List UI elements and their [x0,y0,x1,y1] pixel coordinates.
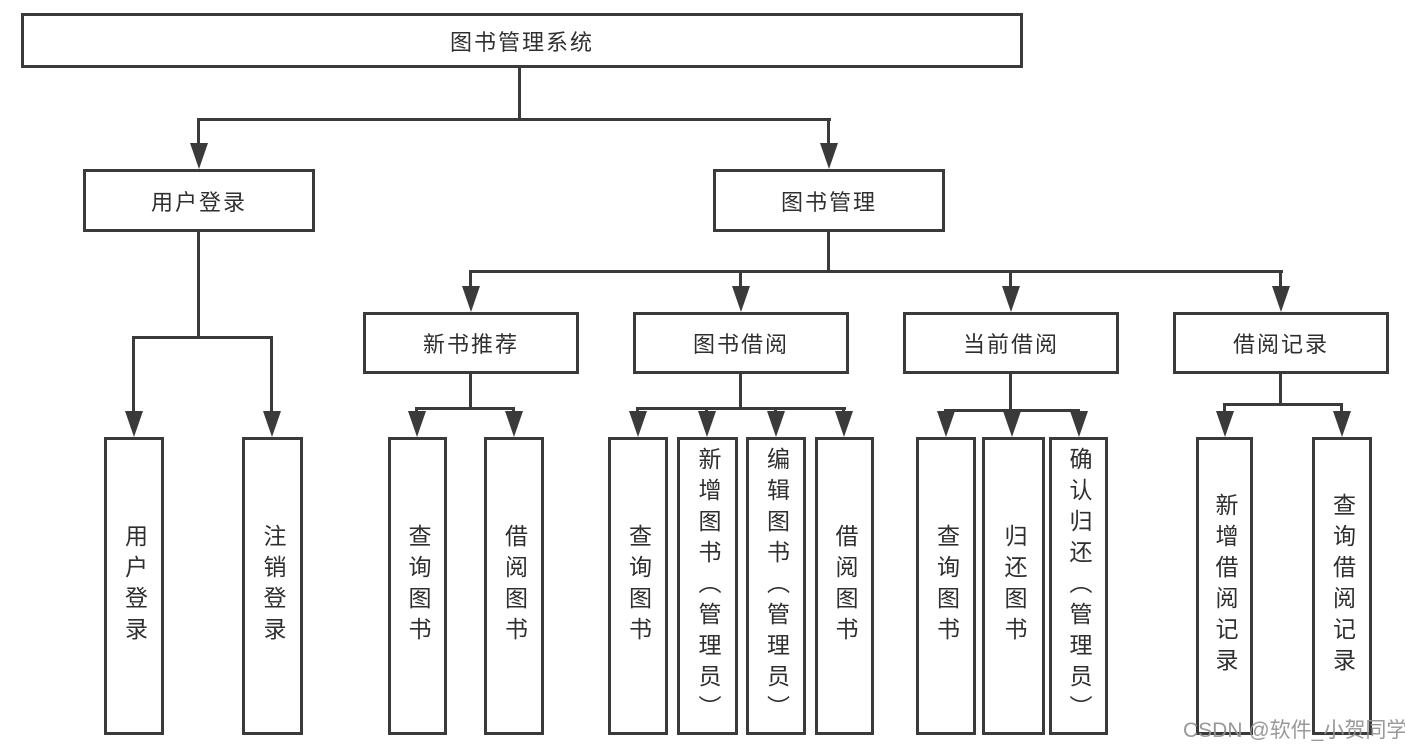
connector-userlogin-stem [197,232,200,339]
node-book-management: 图书管理 [713,169,945,232]
node-user-login-label: 用户登录 [150,189,247,215]
leaf-edit-book-admin-label: 编辑图书（管理员） [763,446,790,726]
node-user-login: 用户登录 [83,169,315,232]
connector-branch1-drop [827,118,830,146]
arrowhead-group1-leaf1 [698,411,716,437]
arrowhead-level3-0 [462,286,480,312]
arrowhead-userlogin-leaf1 [263,411,281,437]
arrowhead-group2-leaf0 [937,411,955,437]
connector-userlogin-drop0 [132,336,135,413]
arrowhead-userlogin-leaf0 [125,411,143,437]
leaf-recommend-query-book: 查询图书 [388,437,447,735]
connector-userlogin-drop1 [270,336,273,413]
leaf-recommend-borrow-book: 借阅图书 [484,437,544,735]
connector-root-stem [518,68,521,121]
leaf-user-login-label: 用户登录 [121,524,148,648]
arrowhead-group1-leaf0 [629,411,647,437]
connector-group3-drop0 [1223,403,1226,415]
node-new-book-recommend: 新书推荐 [363,312,579,374]
arrowhead-group3-leaf0 [1216,411,1234,437]
connector-level3-bar [469,270,1283,273]
leaf-logout-label: 注销登录 [260,524,286,648]
leaf-return-book-label: 归还图书 [1001,524,1027,648]
node-book-borrow: 图书借阅 [633,312,849,374]
node-borrow-record: 借阅记录 [1173,312,1389,374]
node-current-borrow-label: 当前借阅 [962,332,1059,357]
connector-group1-stem [739,374,742,410]
leaf-confirm-return-admin: 确认归还（管理员） [1049,437,1108,735]
leaf-borrow-book-label: 借阅图书 [832,524,858,648]
node-book-borrow-label: 图书借阅 [692,332,789,357]
node-book-management-label: 图书管理 [780,189,877,215]
connector-branch0-drop [197,118,200,146]
arrowhead-group2-leaf2 [1070,411,1088,437]
watermark: CSDN @软件_小贺同学 [1183,719,1405,742]
leaf-recommend-query-book-label: 查询图书 [405,524,431,648]
leaf-borrow-query-book-label: 查询图书 [625,524,652,648]
node-root-label: 图书管理系统 [449,29,594,55]
connector-group3-bar [1223,403,1343,406]
leaf-user-login: 用户登录 [104,437,164,735]
connector-group0-stem [469,374,472,410]
node-new-book-recommend-label: 新书推荐 [422,332,519,357]
arrowhead-group0-leaf1 [505,411,523,437]
arrowhead-group0-leaf0 [408,411,426,437]
arrowhead-level3-1 [732,286,750,312]
arrowhead-level3-2 [1002,286,1020,312]
connector-group3-drop1 [1340,403,1343,415]
arrowhead-group1-leaf3 [835,411,853,437]
connector-group2-stem [1009,374,1012,412]
connector-level3-drop2 [1009,270,1012,290]
connector-group3-stem [1279,374,1282,406]
arrowhead-group1-leaf2 [767,411,785,437]
connector-bookmgmt-stem [827,232,830,273]
leaf-query-borrow-record: 查询借阅记录 [1312,437,1372,735]
node-current-borrow: 当前借阅 [903,312,1119,374]
arrowhead-group2-leaf1 [1003,411,1021,437]
arrowhead-level3-3 [1272,286,1290,312]
leaf-return-book: 归还图书 [982,437,1045,735]
leaf-borrow-query-book: 查询图书 [608,437,668,735]
node-root: 图书管理系统 [21,13,1023,68]
connector-level3-drop1 [739,270,742,290]
node-borrow-record-label: 借阅记录 [1232,332,1329,357]
leaf-confirm-return-admin-label: 确认归还（管理员） [1066,446,1092,726]
connector-level2-bar [197,118,831,121]
leaf-current-query-book-label: 查询图书 [933,524,960,648]
arrowhead-branch1 [820,143,838,169]
leaf-current-query-book: 查询图书 [916,437,976,735]
leaf-add-borrow-record: 新增借阅记录 [1196,437,1253,735]
leaf-add-book-admin-label: 新增图书（管理员） [695,446,721,726]
leaf-query-borrow-record-label: 查询借阅记录 [1329,493,1356,679]
connector-userlogin-bar [132,336,273,339]
arrowhead-group3-leaf1 [1333,411,1351,437]
leaf-recommend-borrow-book-label: 借阅图书 [501,524,528,648]
leaf-borrow-book: 借阅图书 [815,437,874,735]
connector-group0-bar [415,407,515,410]
leaf-edit-book-admin: 编辑图书（管理员） [746,437,806,735]
connector-level3-drop0 [469,270,472,290]
leaf-logout: 注销登录 [242,437,303,735]
leaf-add-borrow-record-label: 新增借阅记录 [1212,493,1238,679]
connector-level3-drop3 [1279,270,1282,290]
connector-group1-bar [636,407,846,410]
arrowhead-branch0 [190,143,208,169]
leaf-add-book-admin: 新增图书（管理员） [677,437,738,735]
